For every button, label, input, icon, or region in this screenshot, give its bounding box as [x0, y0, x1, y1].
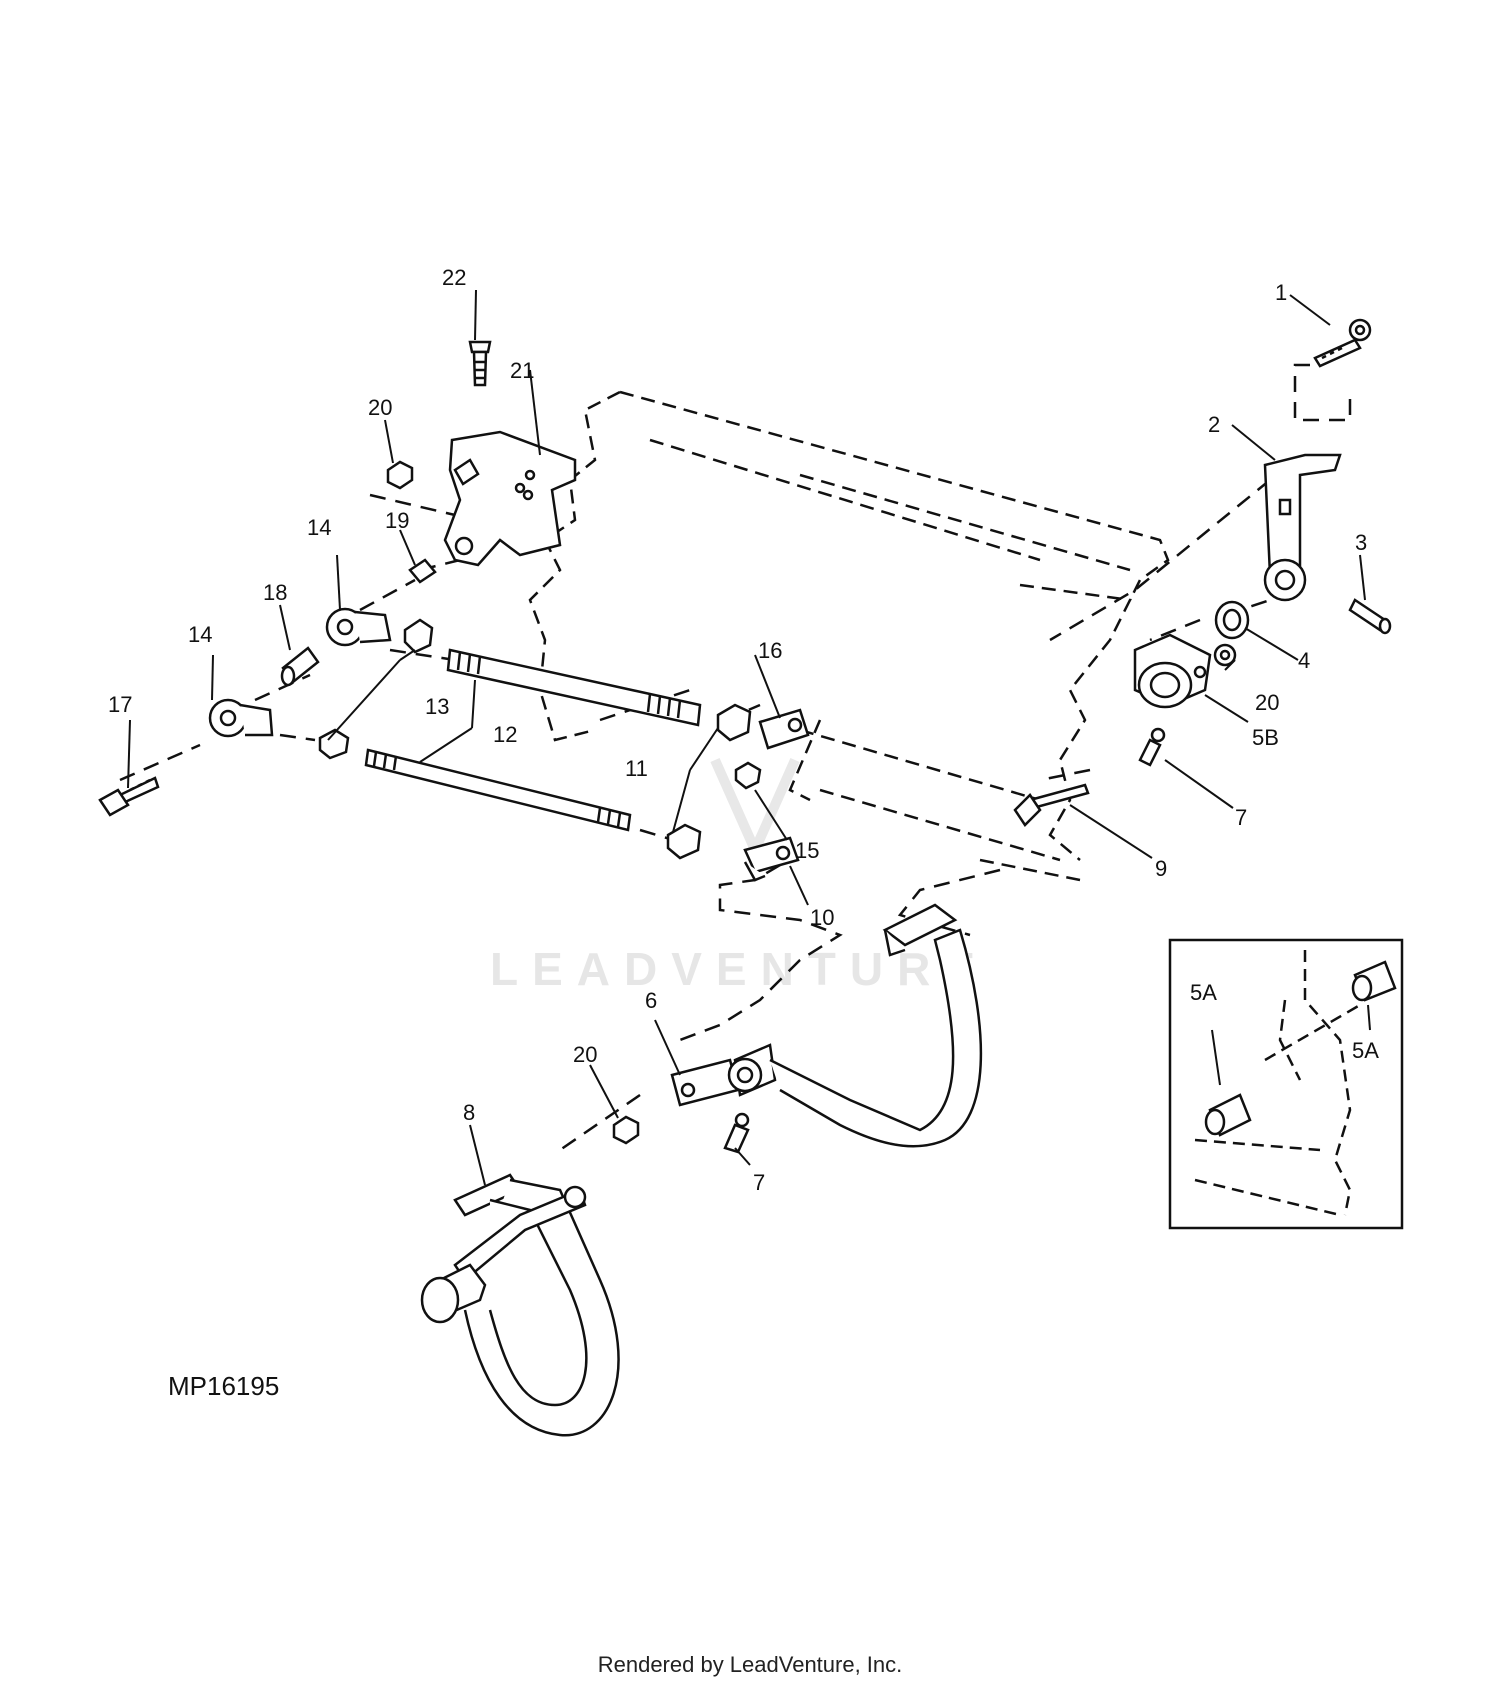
bolt-17: [98, 776, 160, 817]
callout-inset-5a-right: 5A: [1352, 1038, 1379, 1063]
callout-inset-5a-left: 5A: [1190, 980, 1217, 1005]
nut-20-lower: [612, 1115, 640, 1145]
bolt-9: [1013, 783, 1090, 827]
nut-19: [408, 558, 437, 584]
callout-7-upper: 7: [1235, 805, 1247, 830]
watermark-text: LEADVENTURE: [490, 943, 989, 995]
bushing-5a-right: [1351, 960, 1397, 1002]
bolt-22: [468, 340, 492, 387]
callout-20-right: 20: [1255, 690, 1279, 715]
callout-14-lower: 14: [188, 622, 212, 647]
pin-3: [1348, 598, 1392, 635]
callout-9: 9: [1155, 856, 1167, 881]
bushing-5a-left: [1204, 1093, 1252, 1137]
callout-3: 3: [1355, 530, 1367, 555]
threaded-rod-12-upper: [446, 648, 702, 727]
spacer-18: [280, 646, 320, 687]
grease-fitting-7-upper: [1138, 727, 1166, 767]
bracket-21: [443, 430, 577, 567]
callout-21: 21: [510, 358, 534, 383]
nut-15: [734, 761, 762, 790]
callout-11: 11: [625, 756, 648, 781]
callout-7-lower: 7: [753, 1170, 765, 1195]
bearing-flange-5b: [1133, 633, 1212, 709]
figure-id: MP16195: [168, 1371, 279, 1401]
inset-outline: [1194, 950, 1361, 1217]
deck-outline: [528, 390, 1170, 882]
link-6: [670, 1058, 740, 1107]
threaded-rod-12-lower: [364, 748, 632, 832]
pedal-8: [420, 1173, 620, 1437]
nut-11-upper: [716, 703, 752, 742]
nut-20-upper: [386, 460, 414, 490]
grease-fitting-7-lower: [723, 1112, 750, 1154]
callout-22: 22: [442, 265, 466, 290]
alignment-lines: [119, 363, 1352, 1152]
rod-end-14-upper: [325, 607, 392, 647]
callout-15: 15: [795, 838, 819, 863]
footer-credit: Rendered by LeadVenture, Inc.: [597, 1652, 903, 1677]
callout-20-lower: 20: [573, 1042, 597, 1067]
callout-16: 16: [758, 638, 782, 663]
leader-lines: [127, 289, 1366, 1186]
callout-18: 18: [263, 580, 287, 605]
callout-12: 12: [493, 722, 517, 747]
callout-13: 13: [425, 694, 449, 719]
nut-13-lower: [318, 728, 350, 760]
clevis-16: [758, 708, 810, 750]
inset-detail: 5A 5A: [1168, 938, 1404, 1230]
pedal-right: [727, 903, 983, 1148]
callout-1: 1: [1275, 280, 1287, 305]
nut-11-lower: [666, 823, 702, 860]
callout-19: 19: [385, 508, 409, 533]
clevis-10: [743, 836, 800, 882]
callout-2: 2: [1208, 412, 1220, 437]
callout-10: 10: [810, 905, 834, 930]
callout-6: 6: [645, 988, 657, 1013]
nut-13-upper: [403, 618, 434, 654]
rod-end-14-lower: [208, 698, 274, 738]
washer-4: [1214, 600, 1250, 640]
callout-20-upper: 20: [368, 395, 392, 420]
bolt-1: [1313, 318, 1372, 368]
callout-14-upper: 14: [307, 515, 331, 540]
arm-2: [1263, 453, 1342, 602]
callout-8: 8: [463, 1100, 475, 1125]
nut-20-right: [1213, 643, 1237, 667]
inset-leaders: [1211, 1004, 1371, 1086]
callout-17: 17: [108, 692, 132, 717]
callout-5b: 5B: [1252, 725, 1279, 750]
callout-4: 4: [1298, 648, 1310, 673]
